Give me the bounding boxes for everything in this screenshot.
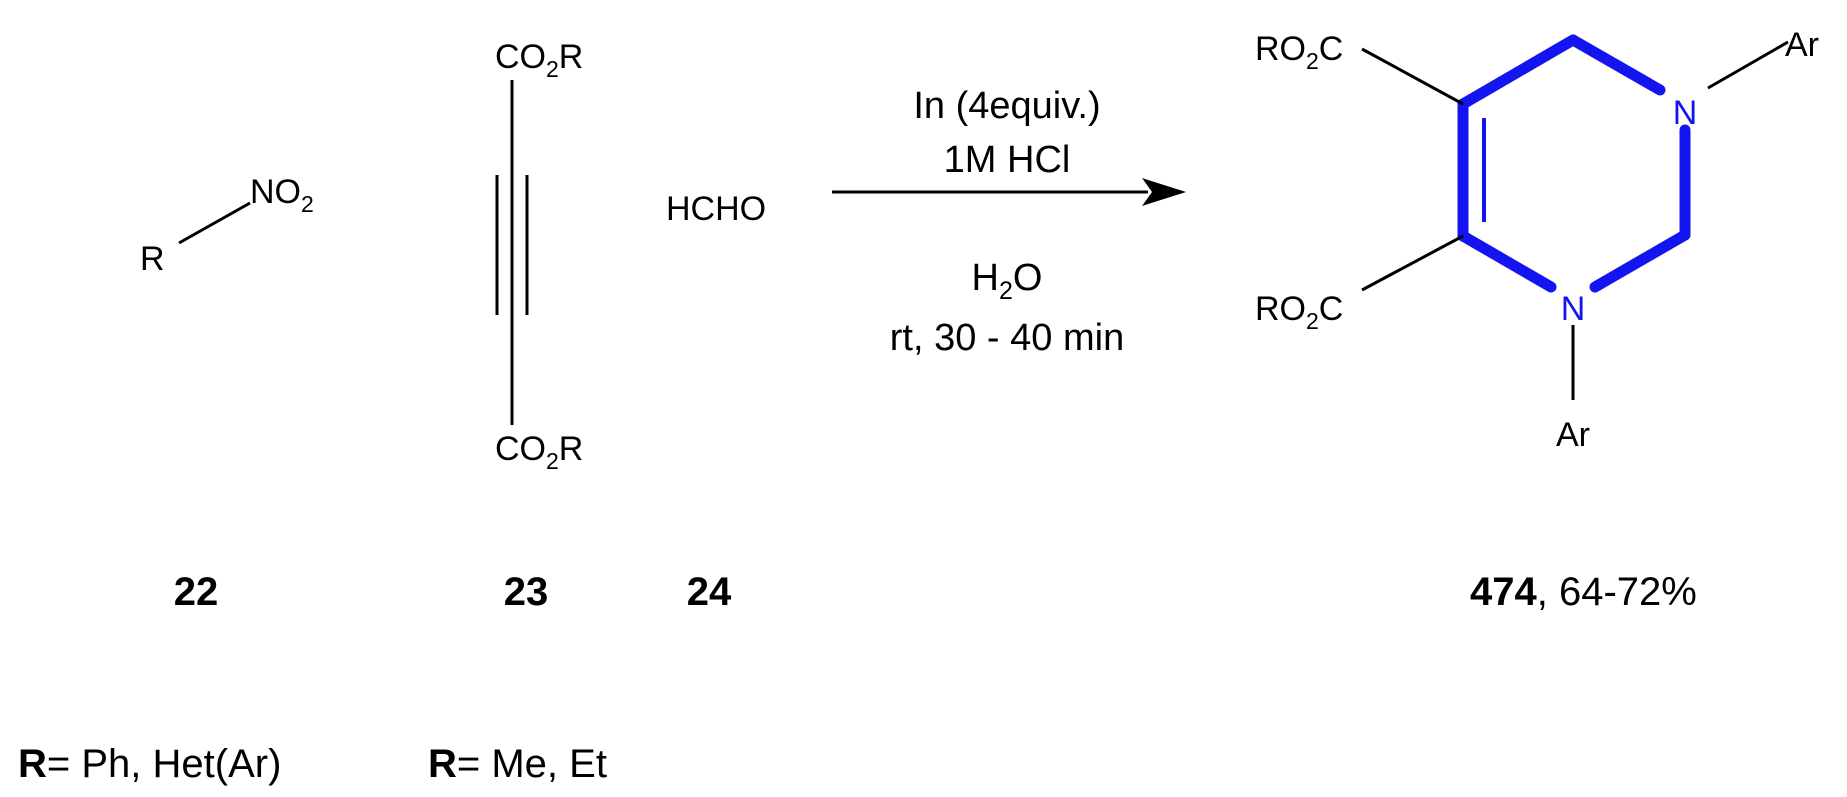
r-label: R bbox=[140, 240, 165, 278]
reaction-arrow-group: In (4equiv.) 1M HCl H2O rt, 30 - 40 min bbox=[832, 85, 1186, 359]
ring-bond-n3-c4 bbox=[1457, 230, 1557, 293]
hcho-label: HCHO bbox=[666, 190, 766, 228]
product-number-and-yield: 474, 64-72% bbox=[1470, 570, 1697, 614]
n-ar-top-bond bbox=[1707, 40, 1789, 90]
reactant-24: HCHO 24 bbox=[666, 190, 766, 614]
ester-top-bond bbox=[1361, 47, 1464, 106]
ring-bond-c2-n3 bbox=[1589, 229, 1691, 293]
reactant-22: R NO2 22 bbox=[140, 173, 314, 614]
compound-22-number: 22 bbox=[174, 570, 219, 614]
highlighted-ring bbox=[1457, 34, 1691, 293]
r-no2-bond bbox=[178, 201, 251, 245]
aryl-top-label: Ar bbox=[1785, 26, 1819, 64]
solvent-label: H2O bbox=[972, 257, 1043, 305]
ring-nitrogen-top: N bbox=[1673, 94, 1698, 132]
ester-top-label: RO2C bbox=[1255, 30, 1343, 74]
substituent-footnotes: R= Ph, Het(Ar) R= Me, Et bbox=[18, 742, 607, 786]
footnote-22-r: R= Ph, Het(Ar) bbox=[18, 742, 281, 786]
reaction-arrow-head bbox=[1142, 178, 1186, 206]
acid-label: 1M HCl bbox=[944, 139, 1071, 181]
ester-bottom-label: RO2C bbox=[1255, 290, 1343, 334]
no2-label: NO2 bbox=[250, 173, 314, 217]
ring-bond-c6-n1 bbox=[1567, 34, 1666, 96]
ring-bond-c5-c6 bbox=[1457, 34, 1579, 110]
reagent-label: In (4equiv.) bbox=[913, 85, 1100, 127]
temperature-time-label: rt, 30 - 40 min bbox=[890, 317, 1124, 359]
compound-24-number: 24 bbox=[687, 570, 732, 614]
reactant-23: CO2R CO2R 23 bbox=[495, 38, 583, 614]
aryl-bottom-label: Ar bbox=[1556, 416, 1590, 454]
footnote-23-r: R= Me, Et bbox=[428, 742, 607, 786]
compound-23-number: 23 bbox=[504, 570, 549, 614]
bottom-ester-label: CO2R bbox=[495, 430, 583, 474]
top-ester-label: CO2R bbox=[495, 38, 583, 82]
ring-nitrogen-bottom: N bbox=[1561, 290, 1586, 328]
product-474: N N RO2C RO2C Ar Ar 474, 64-72% bbox=[1255, 26, 1819, 614]
ester-bottom-bond bbox=[1361, 234, 1464, 292]
